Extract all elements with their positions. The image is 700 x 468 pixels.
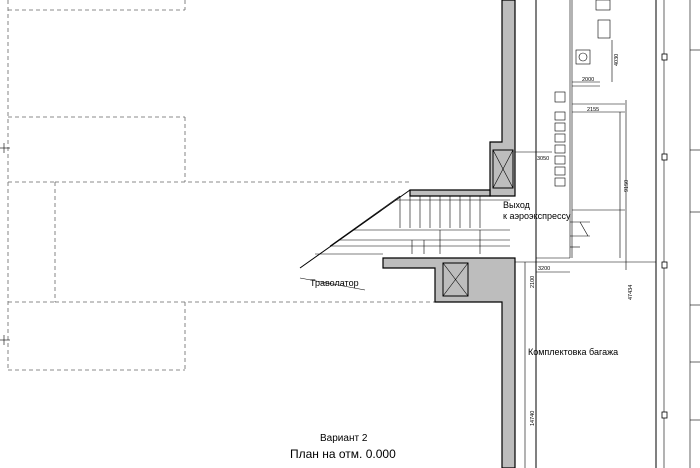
elevator-lower bbox=[442, 262, 469, 297]
dim-9150: 9150 bbox=[624, 180, 630, 192]
wall-upper bbox=[489, 0, 516, 197]
travolator-label: Траволатор bbox=[310, 278, 359, 288]
dim-2000: 2000 bbox=[582, 77, 594, 83]
travolator-ramp bbox=[299, 189, 510, 291]
wall-opening-top bbox=[409, 189, 491, 197]
main-wall bbox=[382, 0, 516, 468]
exit-label-line1: Выход bbox=[503, 200, 531, 210]
dim-2155: 2155 bbox=[587, 107, 599, 113]
right-grid bbox=[515, 0, 700, 468]
sink-fixtures bbox=[554, 91, 566, 187]
wall-lower bbox=[382, 257, 516, 468]
dim-3200: 3200 bbox=[538, 266, 550, 272]
left-dashed-outlines bbox=[0, 0, 440, 371]
dimension-lines bbox=[515, 40, 625, 273]
dim-14740: 14740 bbox=[530, 411, 536, 426]
plan-title: План на отм. 0.000 bbox=[290, 447, 396, 461]
right-zone bbox=[535, 0, 625, 468]
dim-4030: 4030 bbox=[614, 54, 620, 66]
baggage-label: Комплектовка багажа bbox=[528, 347, 618, 357]
dim-47434: 47434 bbox=[628, 285, 634, 300]
exit-label-line2: к аэроэкспрессу bbox=[503, 211, 571, 221]
dim-3050: 3050 bbox=[537, 156, 549, 162]
variant-label: Вариант 2 bbox=[320, 433, 368, 444]
elevator-upper bbox=[492, 149, 514, 189]
dim-2100: 2100 bbox=[530, 276, 536, 288]
